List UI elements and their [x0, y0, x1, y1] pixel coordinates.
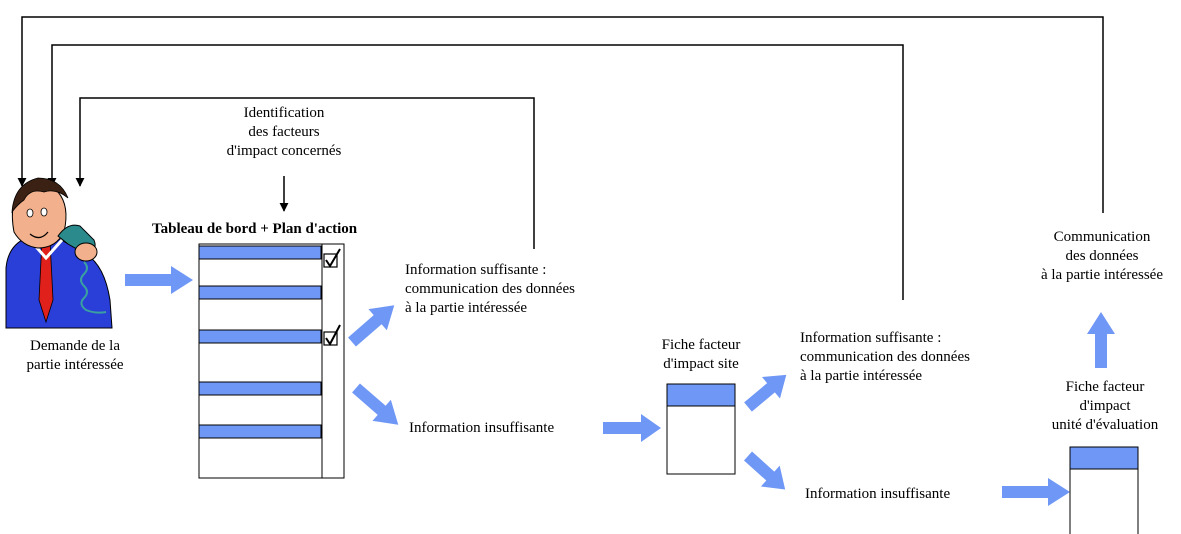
arrow-to-dashboard: [125, 266, 193, 294]
feedback-loop-outer: [17, 16, 1104, 213]
dashboard-table: [198, 243, 345, 479]
identification-label: Identification des facteurs d'impact con…: [226, 105, 342, 159]
requester-label: Demande de la partie intéressée: [26, 338, 124, 373]
dashboard-row: [198, 329, 322, 344]
arrow-to-sufficient-2: [744, 374, 787, 412]
person-on-phone-icon: [5, 177, 113, 329]
communication-label: Communication des données à la partie in…: [1040, 229, 1163, 283]
unit-sheet-box: [1069, 446, 1139, 534]
feedback-loop-middle: [47, 44, 904, 300]
checkmark-icon: [323, 324, 341, 346]
arrow-to-unit-sheet: [1002, 478, 1070, 506]
dashboard-title: Tableau de bord + Plan d'action: [152, 221, 358, 237]
insufficient-info-label-2: Information insuffisante: [805, 486, 951, 502]
sufficient-info-label-1: Information suffisante : communication d…: [405, 262, 575, 316]
checkmark-icon: [323, 248, 341, 268]
insufficient-info-label-1: Information insuffisante: [409, 420, 555, 436]
dashboard-row: [198, 245, 322, 260]
arrow-to-site-sheet: [603, 414, 661, 442]
dashboard-row: [198, 424, 322, 439]
dashboard-row: [198, 381, 322, 396]
arrow-to-sufficient-1: [348, 305, 395, 347]
arrow-to-insufficient-1: [352, 383, 399, 425]
sufficient-info-label-2: Information suffisante : communication d…: [800, 330, 970, 384]
site-sheet-box: [666, 383, 736, 475]
site-sheet-label: Fiche facteur d'impact site: [661, 337, 741, 372]
unit-sheet-label: Fiche facteur d'impact unité d'évaluatio…: [1051, 379, 1159, 433]
arrow-to-communication: [1087, 312, 1115, 368]
arrow-to-insufficient-2: [743, 451, 786, 490]
flow-arrows: [125, 266, 1115, 506]
dashboard-row: [198, 285, 322, 300]
feedback-loop-inner: [75, 97, 535, 249]
